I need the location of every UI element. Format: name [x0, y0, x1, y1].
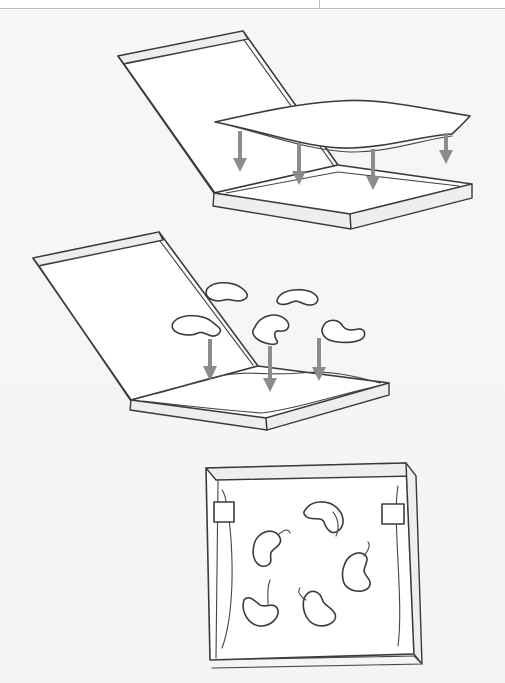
- step-2-bean-4: [253, 315, 289, 344]
- step-3-tape-right: [382, 504, 404, 524]
- step-2-bean-5: [322, 320, 365, 342]
- step-2-bean-2: [277, 290, 318, 305]
- step-3-group: [206, 463, 422, 668]
- step-3-tape-left: [214, 502, 234, 522]
- step-2-bean-1: [206, 283, 247, 301]
- step-1-group: [118, 31, 472, 229]
- step-3-box: [206, 463, 422, 668]
- step-2-group: [33, 232, 389, 430]
